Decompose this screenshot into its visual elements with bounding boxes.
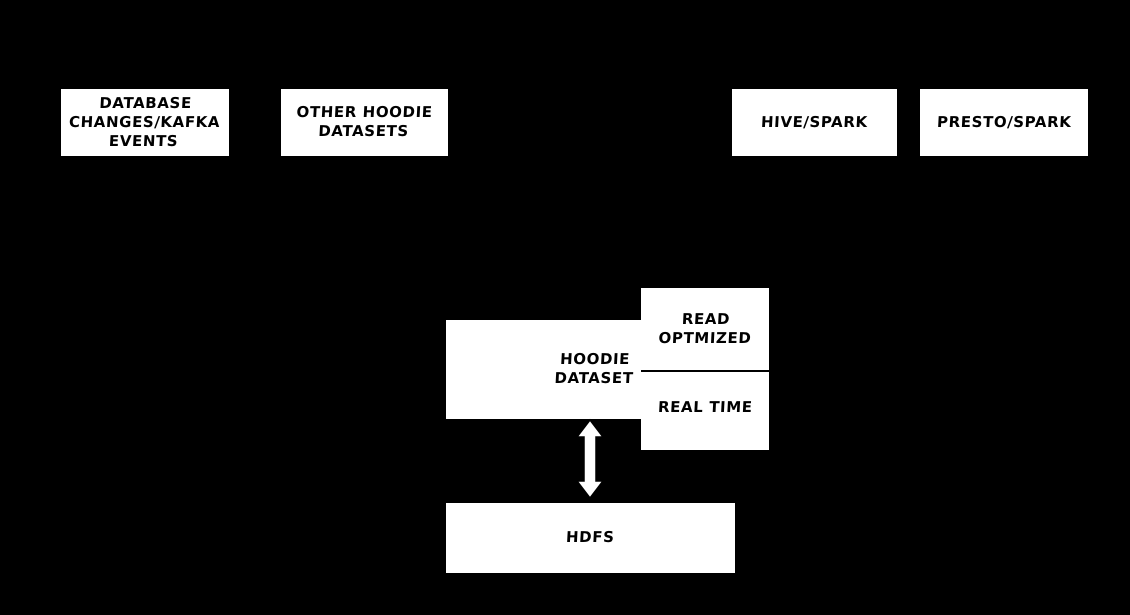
node-label: Presto/Spark — [936, 112, 1072, 131]
node-other-hoodie-datasets[interactable]: Other Hoodie Datasets — [281, 89, 448, 156]
node-presto-spark[interactable]: Presto/Spark — [920, 89, 1088, 156]
node-hive-spark[interactable]: Hive/Spark — [732, 89, 897, 156]
node-label: Real Time — [657, 398, 753, 416]
node-label: Other Hoodie Datasets — [296, 103, 434, 141]
node-label: Hive/Spark — [760, 112, 869, 131]
node-hdfs[interactable]: HDFS — [446, 503, 735, 573]
node-label: Database Changes/Kafka Events — [69, 93, 222, 151]
node-label: Hoodie Dataset — [553, 350, 634, 388]
node-label: HDFS — [565, 528, 616, 547]
node-hoodie-dataset[interactable]: Hoodie Dataset — [446, 320, 642, 419]
double-headed-arrow-icon — [574, 418, 606, 500]
node-read-optimized-view[interactable]: Read Optmized — [641, 288, 769, 372]
node-database-changes-kafka-events[interactable]: Database Changes/Kafka Events — [61, 89, 229, 156]
node-label: Read Optmized — [657, 309, 752, 347]
node-real-time-view[interactable]: Real Time — [641, 372, 769, 450]
